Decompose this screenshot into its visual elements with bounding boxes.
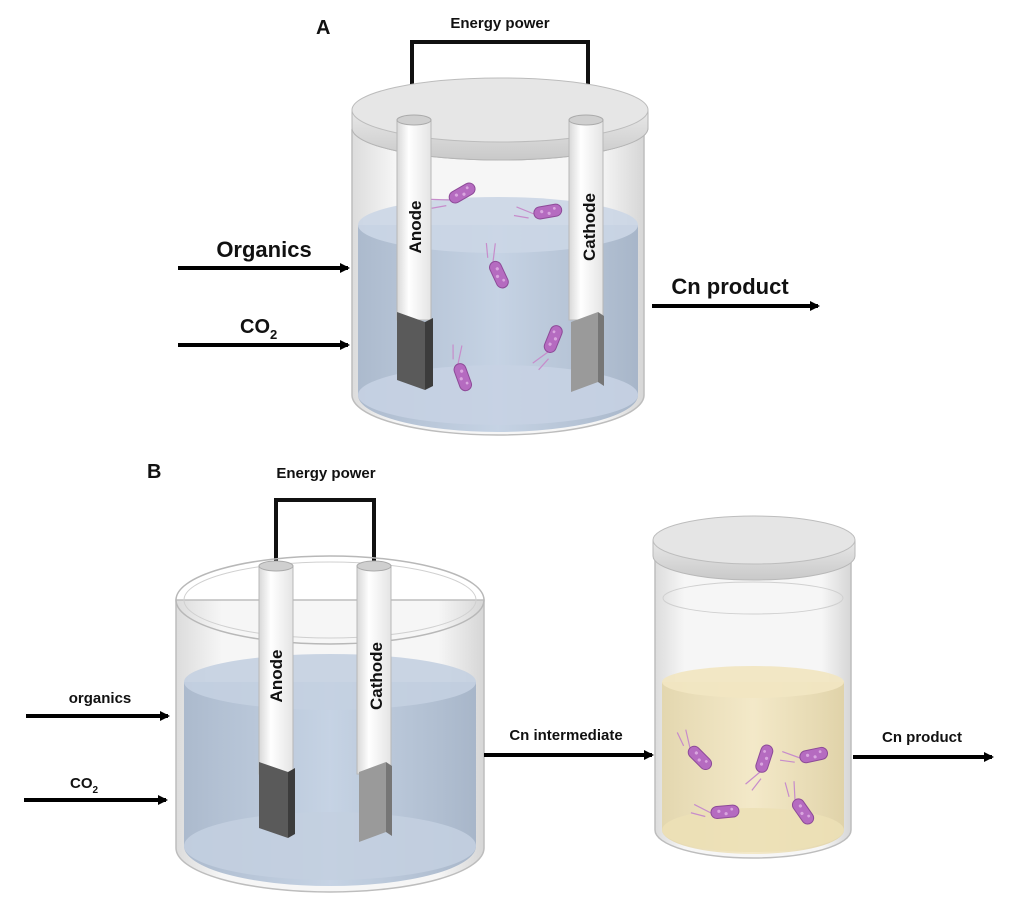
panel-b-fermenter-lid <box>652 515 856 565</box>
panel-b-cathode-label: Cathode <box>367 642 386 710</box>
panel-b-anode: Anode <box>258 560 295 838</box>
panel-a-lid <box>351 77 649 143</box>
panel-b-fermenter-jar <box>652 515 856 859</box>
panel-b-anode-plate <box>259 762 288 838</box>
panel-a-cathode-plate <box>571 312 598 392</box>
panel-a-anode-plate <box>397 312 425 390</box>
panel-b-cathode: Cathode <box>356 560 392 842</box>
panel-b-power-label: Energy power <box>276 465 375 482</box>
panel-b-cathode-plate <box>359 762 386 842</box>
panel-b-power-wire <box>274 498 376 568</box>
panel-a-cathode: Cathode <box>568 114 604 392</box>
panel-a-letter: A <box>316 17 330 39</box>
panel-a-anode: Anode <box>396 114 433 390</box>
panel-b-reactor-jar <box>175 555 485 893</box>
panel-a-anode-label: Anode <box>406 201 425 254</box>
panel-a-product-label: Cn product <box>671 274 789 299</box>
panel-a: A Energy power Anode <box>178 15 820 436</box>
panel-a-power-label: Energy power <box>450 15 549 32</box>
panel-b-organics-label: organics <box>69 690 132 707</box>
panel-a-organics-label: Organics <box>216 237 311 262</box>
panel-a-cathode-label: Cathode <box>580 193 599 261</box>
panel-b-co2-label: CO2 <box>70 775 99 796</box>
panel-b: B Energy power Anode Cathode <box>24 461 994 893</box>
panel-a-co2-label: CO2 <box>240 316 277 342</box>
panel-b-product-label: Cn product <box>882 729 962 746</box>
panel-a-power-wire <box>410 40 590 125</box>
panel-b-anode-label: Anode <box>267 650 286 703</box>
panel-b-intermediate-label: Cn intermediate <box>509 727 622 744</box>
panel-b-letter: B <box>147 461 161 483</box>
